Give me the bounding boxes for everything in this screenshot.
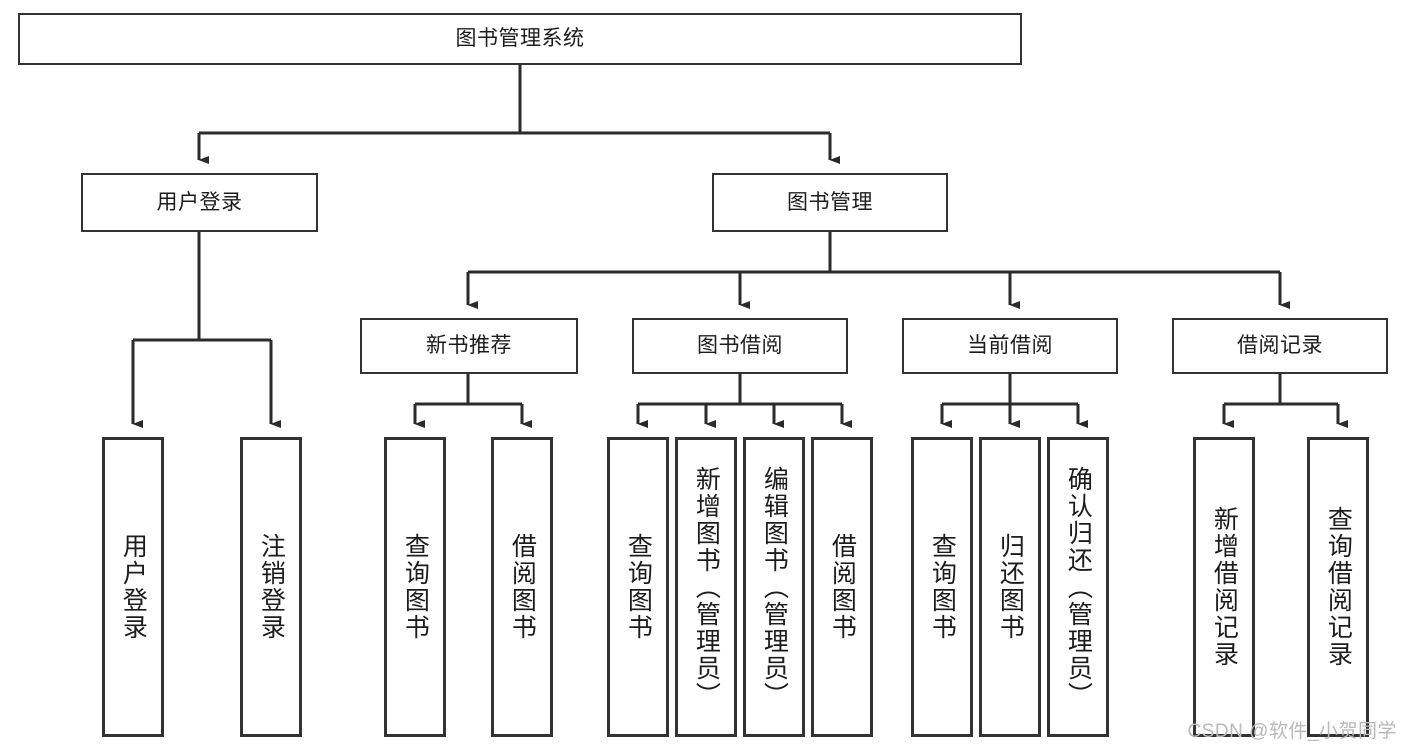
node-label: 借阅图书 bbox=[508, 533, 537, 641]
leaf-borrow-book-recommend[interactable]: 借阅图书 bbox=[491, 437, 553, 737]
node-label: 注销登录 bbox=[257, 533, 286, 641]
leaf-edit-book-admin[interactable]: 编辑图书（管理员） bbox=[743, 437, 805, 737]
leaf-logout[interactable]: 注销登录 bbox=[240, 437, 302, 737]
node-label: 查询图书 bbox=[624, 533, 653, 641]
node-label: 查询借阅记录 bbox=[1324, 506, 1353, 668]
node-label: 图书管理系统 bbox=[455, 27, 585, 51]
node-label: 查询图书 bbox=[401, 533, 430, 641]
node-label: 查询图书 bbox=[928, 533, 957, 641]
node-label: 归还图书 bbox=[996, 533, 1025, 641]
node-current-borrow[interactable]: 当前借阅 bbox=[902, 318, 1118, 374]
node-label: 借阅记录 bbox=[1237, 334, 1323, 358]
node-label: 编辑图书（管理员） bbox=[760, 465, 789, 709]
node-label: 当前借阅 bbox=[967, 334, 1053, 358]
leaf-borrow-book[interactable]: 借阅图书 bbox=[811, 437, 873, 737]
node-user-login[interactable]: 用户登录 bbox=[81, 173, 318, 232]
leaf-add-book-admin[interactable]: 新增图书（管理员） bbox=[675, 437, 737, 737]
node-borrow-records[interactable]: 借阅记录 bbox=[1172, 318, 1388, 374]
node-label: 图书管理 bbox=[787, 190, 873, 214]
node-label: 确认归还（管理员） bbox=[1064, 465, 1093, 709]
node-book-management[interactable]: 图书管理 bbox=[712, 173, 948, 232]
node-root-system[interactable]: 图书管理系统 bbox=[18, 13, 1022, 65]
leaf-query-book-borrow[interactable]: 查询图书 bbox=[607, 437, 669, 737]
node-label: 新增图书（管理员） bbox=[692, 465, 721, 709]
node-label: 用户登录 bbox=[156, 190, 243, 214]
leaf-confirm-return-admin[interactable]: 确认归还（管理员） bbox=[1047, 437, 1109, 737]
leaf-query-book-recommend[interactable]: 查询图书 bbox=[384, 437, 446, 737]
node-label: 图书借阅 bbox=[697, 334, 783, 358]
node-new-book-recommend[interactable]: 新书推荐 bbox=[360, 318, 578, 374]
leaf-user-login[interactable]: 用户登录 bbox=[102, 437, 164, 737]
node-label: 借阅图书 bbox=[828, 533, 857, 641]
leaf-query-borrow-record[interactable]: 查询借阅记录 bbox=[1307, 437, 1369, 737]
node-label: 新增借阅记录 bbox=[1210, 506, 1239, 668]
leaf-add-borrow-record[interactable]: 新增借阅记录 bbox=[1193, 437, 1255, 737]
node-book-borrow[interactable]: 图书借阅 bbox=[632, 318, 848, 374]
node-label: 新书推荐 bbox=[426, 334, 512, 358]
leaf-query-book-current[interactable]: 查询图书 bbox=[911, 437, 973, 737]
node-label: 用户登录 bbox=[119, 533, 148, 641]
leaf-return-book[interactable]: 归还图书 bbox=[979, 437, 1041, 737]
watermark-text: CSDN @软件_小贺同学 bbox=[1187, 721, 1397, 742]
